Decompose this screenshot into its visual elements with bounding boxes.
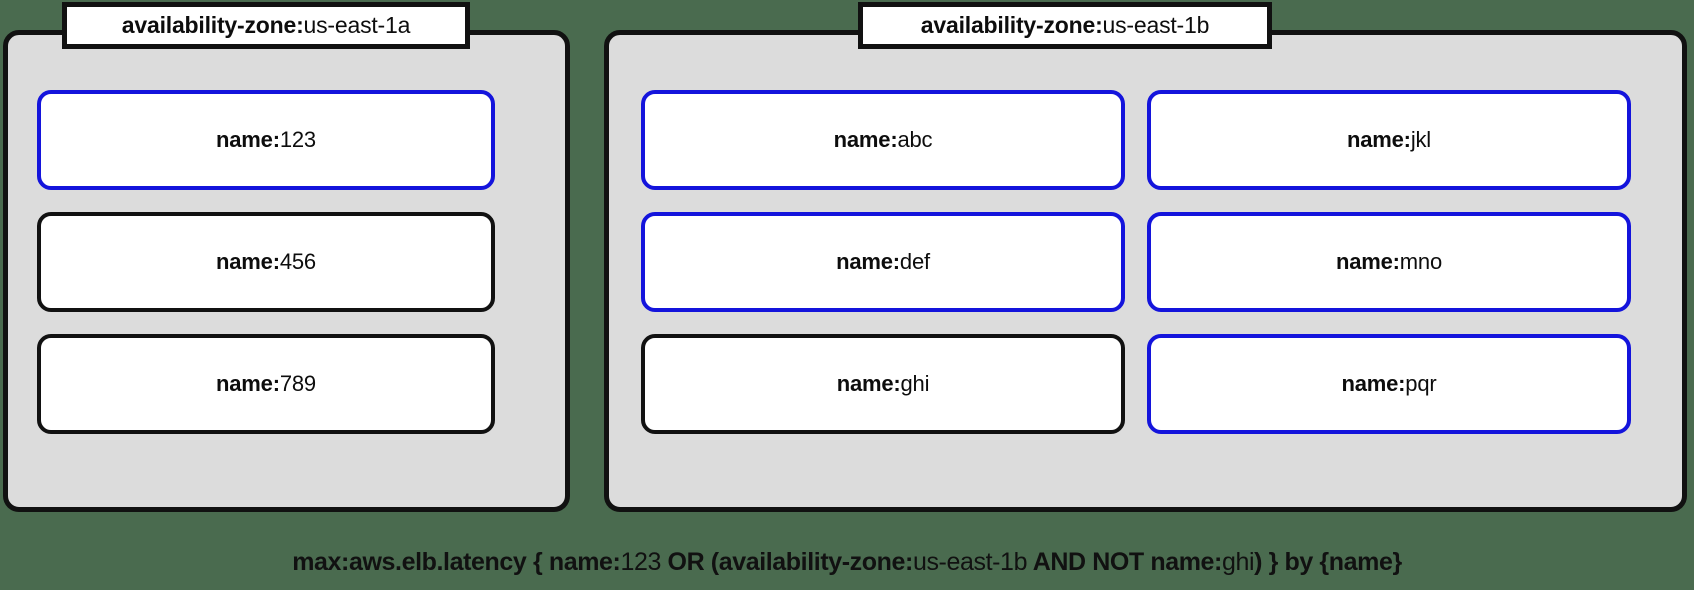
tag-value: 789: [279, 371, 316, 396]
tag-key: name:: [1335, 249, 1400, 274]
tag-box-name-456[interactable]: name:456: [37, 212, 495, 312]
tag-value: abc: [897, 127, 933, 152]
tag-value: 456: [279, 249, 316, 274]
tag-box-name-def[interactable]: name:def: [641, 212, 1125, 312]
tag-text-name-abc: name:abc: [834, 127, 933, 153]
tag-value: 123: [279, 127, 316, 152]
query-caption-segment: availability-zone:: [718, 548, 914, 576]
tag-value: mno: [1399, 249, 1442, 274]
zone-header-key: availability-zone:: [920, 12, 1103, 38]
tag-value: ghi: [900, 371, 930, 396]
tag-value: jkl: [1410, 127, 1431, 152]
tag-text-name-mno: name:mno: [1336, 249, 1442, 275]
tag-value: def: [899, 249, 930, 274]
query-caption-segment: ghi: [1221, 548, 1255, 576]
query-caption-segment: ) } by {name}: [1254, 548, 1402, 576]
zone-header-value: us-east-1a: [303, 12, 411, 38]
tag-box-name-jkl[interactable]: name:jkl: [1147, 90, 1631, 190]
query-caption-segment: max:aws.elb.latency {: [292, 548, 549, 576]
tag-key: name:: [216, 127, 280, 152]
tag-key: name:: [216, 249, 280, 274]
zone-header-value: us-east-1b: [1102, 12, 1210, 38]
tag-box-name-789[interactable]: name:789: [37, 334, 495, 434]
tag-text-name-456: name:456: [216, 249, 316, 275]
query-caption-segment: name:: [1150, 548, 1222, 576]
tag-text-name-pqr: name:pqr: [1341, 371, 1436, 397]
query-caption-segment: OR (: [660, 548, 720, 576]
tag-key: name:: [216, 371, 280, 396]
tag-grid-us-east-1a: name:123 name:456 name:789: [37, 90, 495, 434]
zone-header-text-us-east-1b: availability-zone:us-east-1b: [920, 12, 1210, 39]
tag-box-name-abc[interactable]: name:abc: [641, 90, 1125, 190]
tag-key: name:: [836, 249, 900, 274]
tag-box-name-ghi[interactable]: name:ghi: [641, 334, 1125, 434]
zone-header-label-us-east-1a[interactable]: availability-zone:us-east-1a: [62, 2, 470, 49]
query-caption-segment: AND NOT: [1027, 548, 1151, 576]
tag-key: name:: [836, 371, 901, 396]
tag-text-name-jkl: name:jkl: [1347, 127, 1431, 153]
zone-header-key: availability-zone:: [121, 12, 304, 38]
tag-key: name:: [1341, 371, 1406, 396]
query-caption-segment: us-east-1b: [912, 548, 1028, 576]
tag-box-name-pqr[interactable]: name:pqr: [1147, 334, 1631, 434]
tag-text-name-789: name:789: [216, 371, 316, 397]
tag-box-name-mno[interactable]: name:mno: [1147, 212, 1631, 312]
zone-header-label-us-east-1b[interactable]: availability-zone:us-east-1b: [858, 2, 1272, 49]
tag-key: name:: [833, 127, 898, 152]
tag-text-name-123: name:123: [216, 127, 316, 153]
tag-value: pqr: [1405, 371, 1437, 396]
tag-text-name-ghi: name:ghi: [837, 371, 930, 397]
tag-grid-us-east-1b: name:abc name:jkl name:def name:mno name…: [641, 90, 1631, 434]
tag-box-name-123[interactable]: name:123: [37, 90, 495, 190]
tag-text-name-def: name:def: [836, 249, 930, 275]
zone-header-text-us-east-1a: availability-zone:us-east-1a: [121, 12, 411, 39]
query-caption-segment: 123: [620, 548, 661, 576]
query-caption-segment: name:: [548, 548, 621, 576]
tag-key: name:: [1347, 127, 1411, 152]
query-caption: max:aws.elb.latency { name:123 OR (avail…: [0, 548, 1694, 577]
